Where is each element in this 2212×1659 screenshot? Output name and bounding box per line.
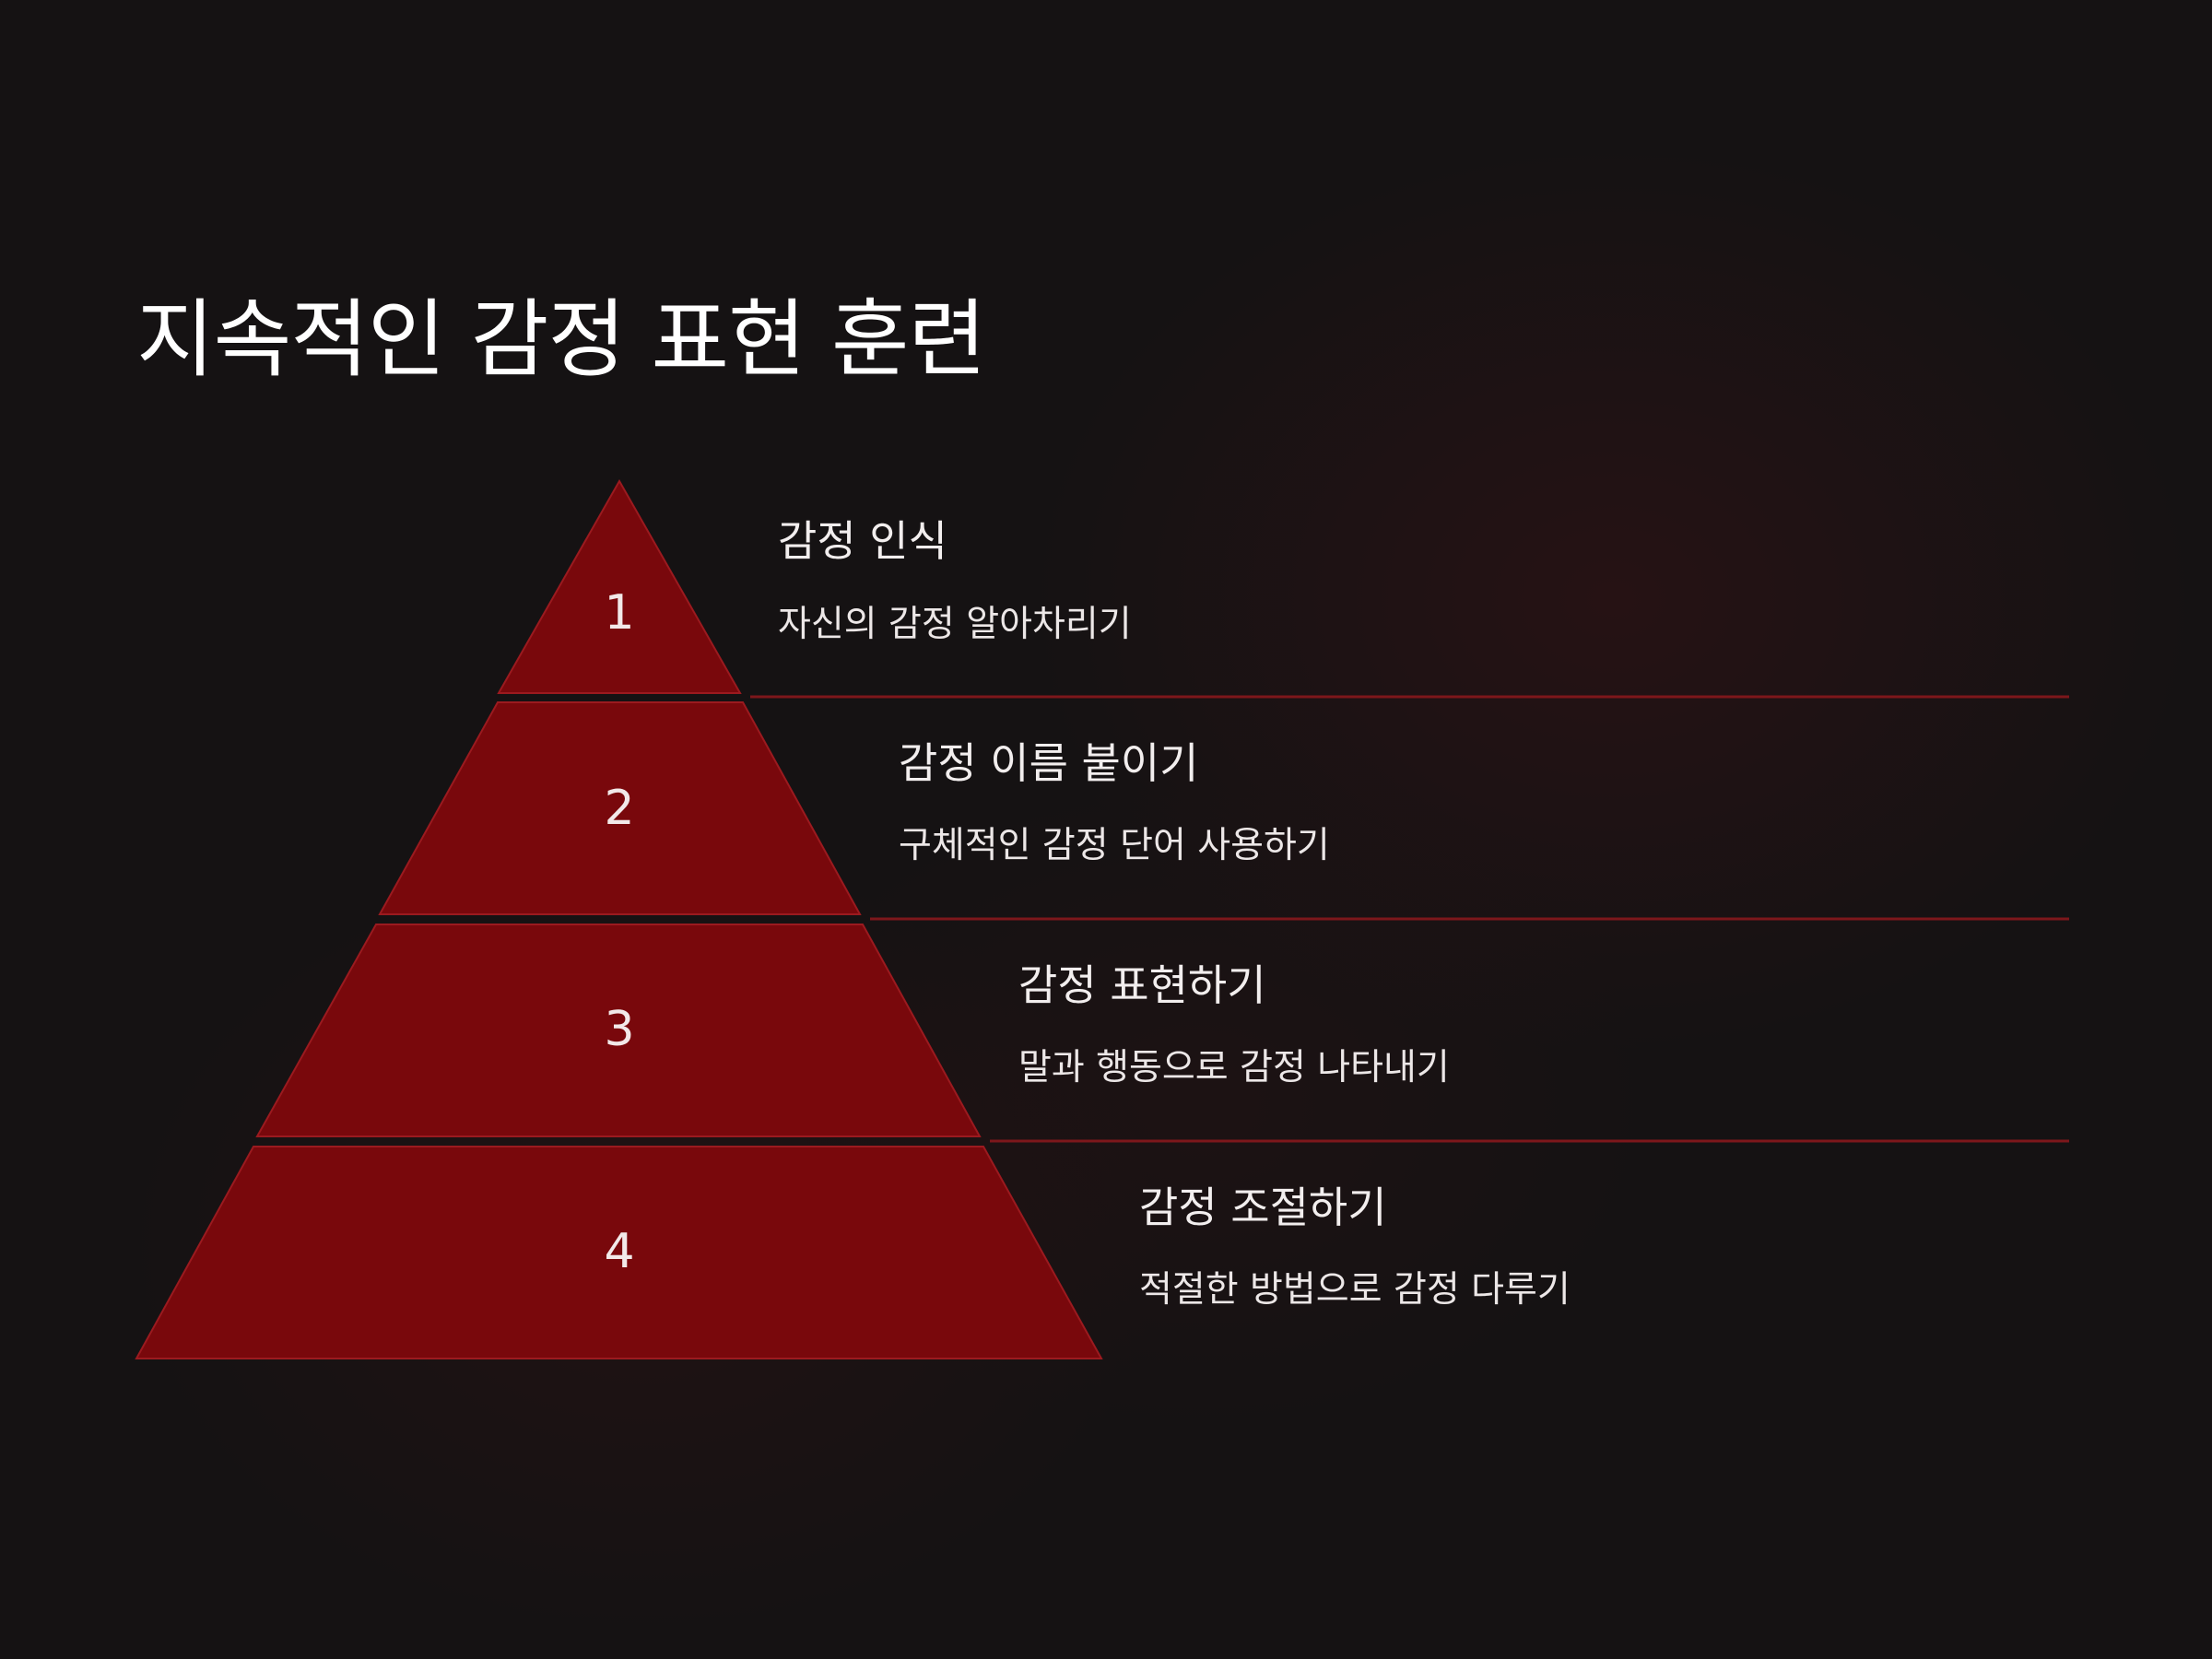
tier-number-3: 3 — [604, 1002, 634, 1057]
tier-number-4: 4 — [604, 1224, 634, 1279]
level-2-title: 감정 이름 붙이기 — [899, 738, 1199, 788]
level-2-description: 구체적인 감정 단어 사용하기 — [899, 825, 1330, 866]
slide-title: 지속적인 감정 표현 훈련 — [136, 290, 986, 389]
level-1-title: 감정 인식 — [778, 516, 947, 566]
pyramid-tier-1 — [497, 478, 742, 694]
level-4-title: 감정 조절하기 — [1139, 1182, 1387, 1232]
pyramid-tier-3 — [255, 924, 982, 1137]
tier-number-2: 2 — [604, 781, 634, 836]
level-4-description: 적절한 방법으로 감정 다루기 — [1139, 1269, 1571, 1311]
tier-number-1: 1 — [604, 585, 634, 641]
pyramid-tier-2 — [378, 701, 862, 915]
level-1-description: 자신의 감정 알아차리기 — [778, 604, 1132, 645]
pyramid-tier-4 — [135, 1146, 1103, 1359]
level-3-title: 감정 표현하기 — [1018, 960, 1266, 1010]
level-3-description: 말과 행동으로 감정 나타내기 — [1018, 1047, 1450, 1088]
